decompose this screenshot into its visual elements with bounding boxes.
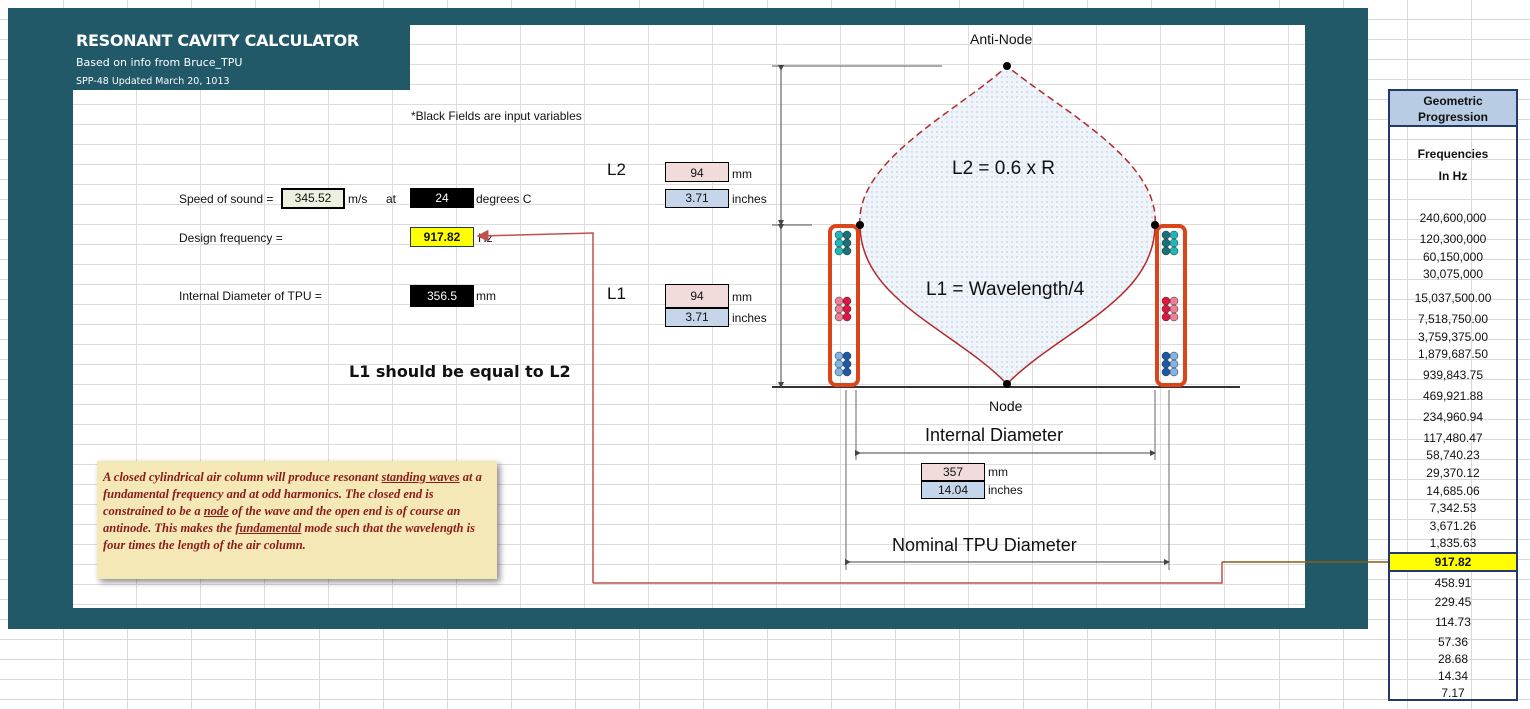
note-text: A closed cylindrical air column will pro… — [103, 470, 382, 484]
frequencies-label: Frequencies — [1417, 147, 1489, 161]
temperature-input[interactable]: 24 — [410, 188, 474, 208]
frequency-value: 3,759,375.00 — [1417, 330, 1489, 344]
equality-note: L1 should be equal to L2 — [349, 362, 571, 381]
right-tube-icon — [1155, 224, 1187, 387]
frequency-link-line — [476, 229, 594, 583]
frequency-value: 229.45 — [1434, 595, 1472, 609]
l1-mm-unit: mm — [732, 290, 752, 304]
l2-formula: L2 = 0.6 x R — [952, 158, 1055, 179]
explanation-note: A closed cylindrical air column will pro… — [97, 461, 497, 579]
internal-diameter-mm-field: 357 — [921, 463, 985, 481]
node-label: Node — [989, 398, 1023, 414]
nominal-diameter-label: Nominal TPU Diameter — [892, 535, 1077, 555]
internal-diameter-inches-field: 14.04 — [921, 481, 985, 499]
frequency-value: 57.36 — [1437, 635, 1469, 649]
frequency-value: 1,879,687.50 — [1417, 347, 1489, 361]
l1-formula: L1 = Wavelength/4 — [926, 279, 1085, 300]
frequency-label: Design frequency = — [179, 231, 283, 245]
l1-label: L1 — [607, 284, 626, 303]
frequency-value: 234,960.94 — [1422, 410, 1484, 424]
note-link-standing-waves: standing waves — [381, 470, 460, 484]
frequency-value: 30,075,000 — [1422, 267, 1484, 281]
wave-shape — [859, 66, 1156, 384]
diameter-unit: mm — [476, 289, 496, 303]
title-block: RESONANT CAVITY CALCULATOR Based on info… — [73, 25, 410, 90]
id-mm-unit: mm — [988, 465, 1008, 479]
node-point — [1003, 380, 1011, 388]
design-frequency-field[interactable]: 917.82 — [410, 227, 474, 247]
frequency-value: 7,342.53 — [1429, 501, 1477, 515]
frequency-value: 939,843.75 — [1422, 368, 1484, 382]
l2-mm-unit: mm — [732, 167, 752, 181]
l2-mm-field: 94 — [665, 162, 729, 182]
frequency-value: 469,921.88 — [1422, 389, 1484, 403]
frequency-value: 28.68 — [1437, 652, 1469, 666]
frequency-value: 458.91 — [1434, 576, 1472, 590]
progression-title: Geometric Progression — [1417, 94, 1489, 124]
frequency-value: 114.73 — [1435, 615, 1471, 629]
note-text: at a fundamental frequency and at odd ha… — [103, 470, 482, 518]
internal-diameter-label: Internal Diameter — [925, 425, 1064, 445]
temperature-unit: degrees C — [476, 192, 532, 206]
geometric-progression-table: Geometric Progression Frequencies In Hz … — [1388, 89, 1518, 701]
antinode-label: Anti-Node — [970, 31, 1033, 47]
l2-inches-unit: inches — [732, 192, 767, 206]
frequency-value: 7,518,750.00 — [1417, 312, 1489, 326]
l1-mm-field: 94 — [665, 284, 729, 308]
frequency-value: 240,600,000 — [1419, 211, 1487, 225]
l2-label: L2 — [607, 160, 626, 179]
frequency-value: 120,300,000 — [1419, 232, 1487, 246]
note-link-node: node — [203, 504, 229, 518]
frequency-value: 15,037,500.00 — [1414, 291, 1492, 305]
diameter-label: Internal Diameter of TPU = — [179, 289, 322, 303]
frequency-value: 7.17 — [1441, 686, 1465, 700]
l1-inches-unit: inches — [732, 311, 767, 325]
in-hz-label: In Hz — [1438, 169, 1468, 183]
frequency-value: 1,835.63 — [1429, 536, 1477, 550]
internal-diameter-input[interactable]: 356.5 — [410, 285, 474, 307]
speed-unit: m/s — [348, 192, 368, 206]
progression-header: Geometric Progression — [1390, 91, 1516, 127]
frequency-value-highlighted: 917.82 — [1390, 552, 1516, 572]
version-text: SPP-48 Updated March 20, 1013 — [76, 76, 230, 87]
page-title: RESONANT CAVITY CALCULATOR — [76, 31, 359, 50]
left-tube-icon — [828, 224, 860, 387]
speed-label: Speed of sound = — [179, 192, 274, 206]
frequency-value: 29,370.12 — [1426, 466, 1480, 480]
note-text: of the wave and the open end is of cours… — [103, 504, 461, 535]
frequency-value: 3,671.26 — [1429, 519, 1477, 533]
frequency-value: 60,150,000 — [1422, 250, 1484, 264]
l2-inches-field: 3.71 — [665, 189, 729, 208]
frequency-value: 14,685.06 — [1426, 484, 1480, 498]
id-inches-unit: inches — [988, 483, 1023, 497]
speed-of-sound-field[interactable]: 345.52 — [281, 188, 345, 209]
frequency-value: 117,480.47 — [1423, 431, 1483, 445]
antinode-point — [1003, 62, 1011, 70]
input-note: *Black Fields are input variables — [411, 109, 582, 123]
l1-inches-field: 3.71 — [665, 308, 729, 327]
note-text: mode such that the wavelength is four ti… — [103, 521, 475, 552]
subtitle: Based on info from Bruce_TPU — [76, 56, 243, 69]
note-link-fundamental: fundamental — [235, 521, 302, 535]
frequency-value: 14.34 — [1437, 669, 1469, 683]
frequency-value: 58,740.23 — [1426, 448, 1480, 462]
at-label: at — [386, 192, 397, 206]
